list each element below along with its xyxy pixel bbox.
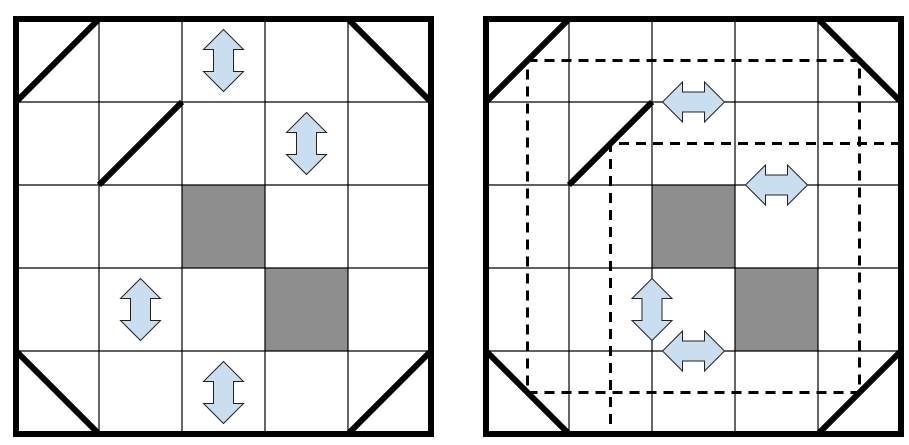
shaded-cell xyxy=(652,185,735,268)
inner-diagonal xyxy=(96,99,185,188)
double-arrow-vertical-icon xyxy=(202,28,245,93)
outer-border xyxy=(483,16,904,437)
left-panel xyxy=(13,16,434,437)
double-arrow-horizontal-icon xyxy=(661,80,726,124)
corner-diagonal-bottom-left xyxy=(483,348,572,437)
right-panel xyxy=(483,16,904,437)
double-arrow-horizontal-icon xyxy=(744,163,809,207)
shaded-cell xyxy=(265,268,348,351)
corner-diagonal-top-left xyxy=(13,16,102,105)
double-arrow-vertical-icon xyxy=(630,277,674,342)
double-arrow-horizontal-icon xyxy=(661,329,726,373)
double-arrow-vertical-icon xyxy=(202,360,245,425)
shaded-cell xyxy=(182,185,265,268)
double-arrow-vertical-icon xyxy=(119,277,162,342)
outer-border xyxy=(13,16,434,437)
corner-diagonal-bottom-right xyxy=(815,348,904,437)
corner-diagonal-top-right xyxy=(815,16,904,105)
inner-diagonal xyxy=(566,99,655,188)
double-arrow-vertical-icon xyxy=(285,111,328,176)
corner-diagonal-bottom-left xyxy=(13,348,102,437)
corner-diagonal-top-left xyxy=(483,16,572,105)
corner-diagonal-bottom-right xyxy=(345,348,434,437)
shaded-cell xyxy=(735,268,818,351)
corner-diagonal-top-right xyxy=(345,16,434,105)
